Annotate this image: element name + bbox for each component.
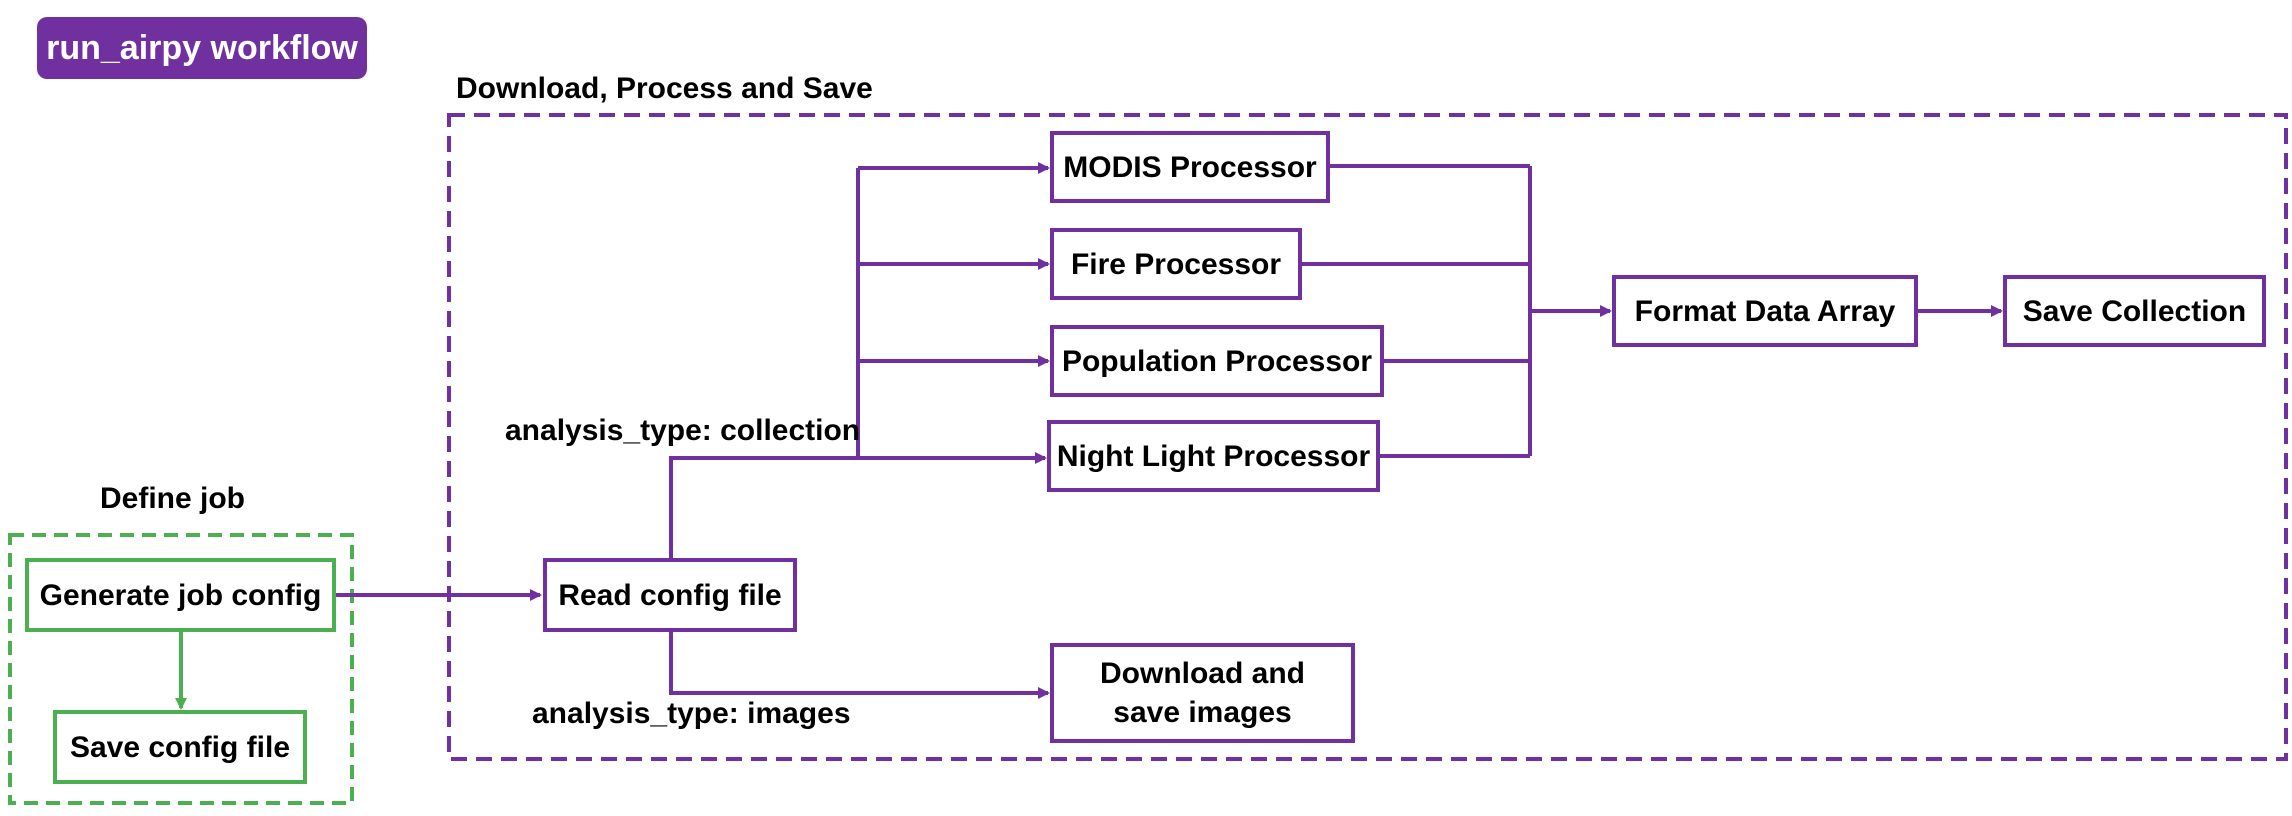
download-process-save-group (447, 113, 2288, 761)
population-processor-node: Population Processor (1050, 325, 1384, 397)
download-save-images-node: Download and save images (1050, 643, 1355, 743)
night-light-processor-node: Night Light Processor (1047, 420, 1380, 492)
fire-processor-node: Fire Processor (1050, 228, 1302, 300)
download-save-images-line2: save images (1113, 696, 1292, 729)
images-edge-label: analysis_type: images (532, 697, 851, 730)
format-data-array-node: Format Data Array (1612, 275, 1918, 347)
workflow-title-badge: run_airpy workflow (37, 17, 367, 79)
save-config-file-node: Save config file (53, 710, 307, 784)
download-process-save-label: Download, Process and Save (456, 72, 873, 105)
edge-read-config-to-images (669, 632, 1050, 699)
read-config-file-node: Read config file (543, 558, 797, 632)
generate-job-config-node: Generate job config (25, 558, 336, 632)
download-save-images-line1: Download and (1100, 657, 1305, 690)
modis-processor-node: MODIS Processor (1050, 131, 1330, 203)
collection-edge-label: analysis_type: collection (505, 414, 861, 447)
define-job-group (8, 533, 354, 805)
workflow-title: run_airpy workflow (46, 28, 358, 67)
define-job-label: Define job (100, 482, 246, 515)
save-collection-node: Save Collection (2003, 275, 2266, 347)
edge-read-config-to-collection (669, 456, 858, 558)
